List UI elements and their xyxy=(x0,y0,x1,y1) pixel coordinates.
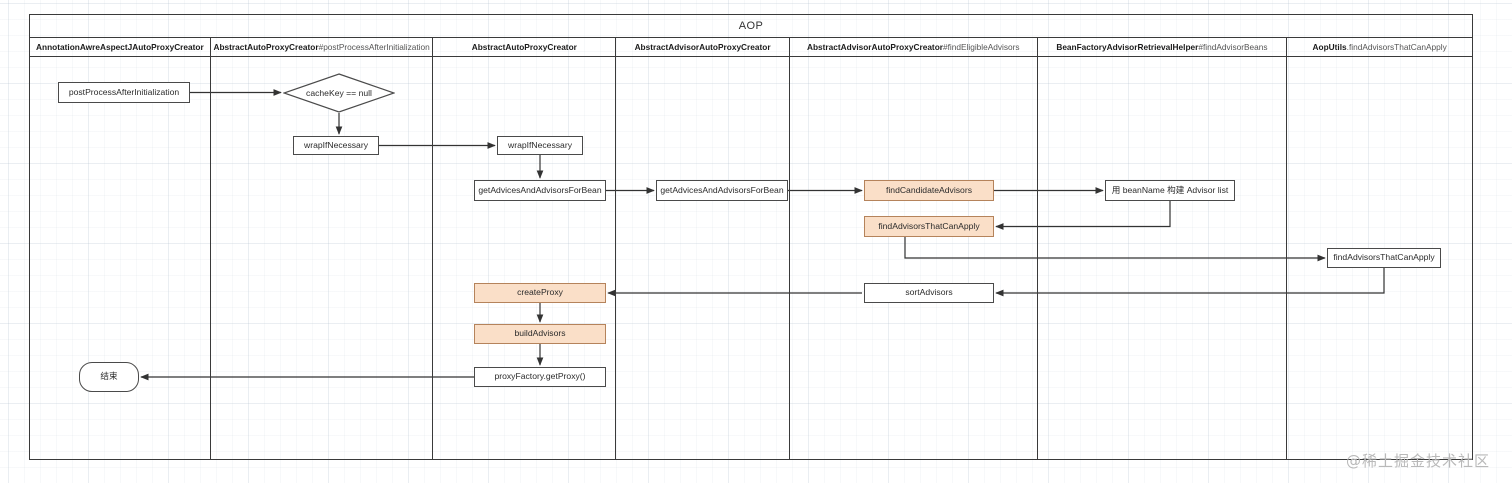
lane-bean-factory-advisor-retrieval-helper-header: BeanFactoryAdvisorRetrievalHelper#findAd… xyxy=(1038,38,1288,56)
lane-abstract-advisor-auto-proxy-creator-header: AbstractAdvisorAutoProxyCreator xyxy=(616,38,790,56)
pool-aop: AOP AnnotationAwreAspectJAutoProxyCreato… xyxy=(29,14,1473,460)
lane-aop-utils-label: AopUtils.findAdvisorsThatCanApply xyxy=(1312,42,1447,52)
lane-abstract-auto-proxy-creator-column xyxy=(433,57,617,459)
node-get-advices-and-advisors-for-bean-lane3[interactable]: getAdvicesAndAdvisorsForBean xyxy=(474,180,606,201)
lane-abstract-auto-proxy-creator-postprocess-label: AbstractAutoProxyCreator#postProcessAfte… xyxy=(213,42,430,52)
lane-aop-utils-header: AopUtils.findAdvisorsThatCanApply xyxy=(1287,38,1472,56)
lane-abstract-advisor-auto-proxy-creator-label: AbstractAdvisorAutoProxyCreator xyxy=(634,42,771,52)
lane-header-row: AnnotationAwreAspectJAutoProxyCreator Abs… xyxy=(30,38,1472,57)
watermark: @稀土掘金技术社区 xyxy=(1345,452,1490,470)
node-wrap-if-necessary-lane3[interactable]: wrapIfNecessary xyxy=(497,136,583,155)
lane-annotation-aware-label: AnnotationAwreAspectJAutoProxyCreator xyxy=(36,42,204,52)
node-find-candidate-advisors[interactable]: findCandidateAdvisors xyxy=(864,180,994,201)
node-wrap-if-necessary-lane2[interactable]: wrapIfNecessary xyxy=(293,136,379,155)
node-find-advisors-that-can-apply-lane5[interactable]: findAdvisorsThatCanApply xyxy=(864,216,994,237)
node-cache-key-null-decision-label: cacheKey == null xyxy=(306,88,372,98)
node-end-terminal[interactable]: 结束 xyxy=(79,362,139,392)
node-create-proxy[interactable]: createProxy xyxy=(474,283,606,303)
pool-title: AOP xyxy=(738,20,764,32)
pool-title-bar: AOP xyxy=(30,15,1472,38)
lane-abstract-auto-proxy-creator-label: AbstractAutoProxyCreator xyxy=(471,42,577,52)
lane-annotation-aware-column xyxy=(30,57,211,459)
node-cache-key-null-decision[interactable]: cacheKey == null xyxy=(283,73,395,113)
lane-find-eligible-advisors-column xyxy=(790,57,1038,459)
node-get-advices-and-advisors-for-bean-lane4[interactable]: getAdvicesAndAdvisorsForBean xyxy=(656,180,788,201)
node-sort-advisors[interactable]: sortAdvisors xyxy=(864,283,994,303)
lane-bean-factory-advisor-retrieval-helper-label: BeanFactoryAdvisorRetrievalHelper#findAd… xyxy=(1056,42,1268,52)
node-find-advisors-that-can-apply-lane7[interactable]: findAdvisorsThatCanApply xyxy=(1327,248,1441,268)
lane-find-eligible-advisors-label: AbstractAdvisorAutoProxyCreator#findElig… xyxy=(806,42,1020,52)
lane-bean-factory-advisor-retrieval-helper-column xyxy=(1038,57,1288,459)
lane-abstract-auto-proxy-creator-header: AbstractAutoProxyCreator xyxy=(433,38,617,56)
lane-abstract-auto-proxy-creator-postprocess-column xyxy=(211,57,434,459)
lane-abstract-auto-proxy-creator-postprocess-header: AbstractAutoProxyCreator#postProcessAfte… xyxy=(211,38,434,56)
node-build-advisor-list-by-bean-name[interactable]: 用 beanName 构建 Advisor list xyxy=(1105,180,1235,201)
node-build-advisors[interactable]: buildAdvisors xyxy=(474,324,606,344)
lane-abstract-advisor-auto-proxy-creator-column xyxy=(616,57,790,459)
lane-body xyxy=(30,57,1472,459)
lane-annotation-aware-header: AnnotationAwreAspectJAutoProxyCreator xyxy=(30,38,211,56)
node-proxy-factory-get-proxy[interactable]: proxyFactory.getProxy() xyxy=(474,367,606,387)
node-post-process-after-initialization[interactable]: postProcessAfterInitialization xyxy=(58,82,190,103)
lane-find-eligible-advisors-header: AbstractAdvisorAutoProxyCreator#findElig… xyxy=(790,38,1038,56)
